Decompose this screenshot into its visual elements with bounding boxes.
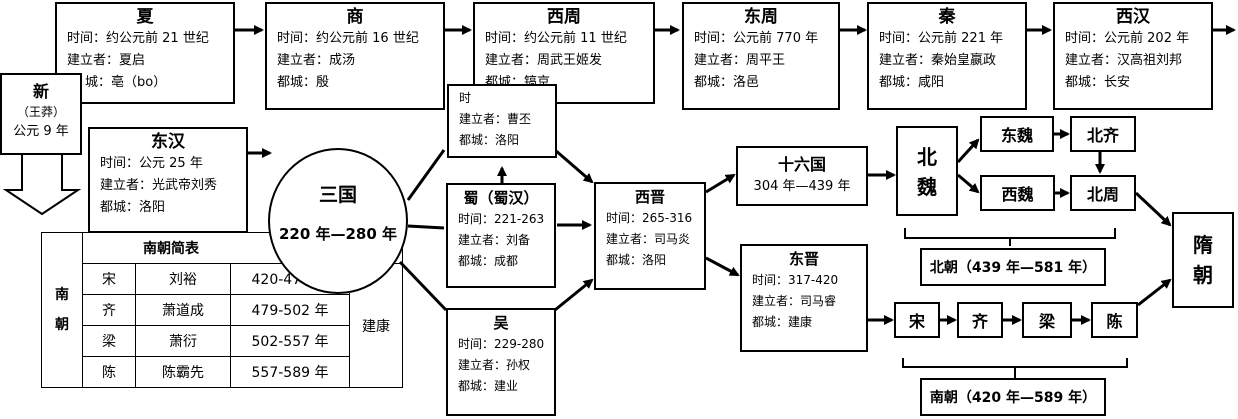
dynasty-circle-sanguo: 三国 220 年—280 年 — [268, 148, 408, 294]
dynasty-box-xijin: 西晋 时间：265-316 建立者：司马炎 都城：洛阳 — [594, 182, 706, 290]
dynasty-box-dongzhou: 东周 时间：公元前 770 年 建立者：周平王 都城：洛邑 — [682, 2, 840, 110]
dynasty-box-qi: 齐 — [957, 302, 1003, 338]
dynasty-founder: 孙权 — [506, 358, 531, 372]
dynasty-founder: 汉高祖刘邦 — [1117, 53, 1183, 68]
dynasty-capital: 亳（bo） — [111, 75, 167, 90]
dynasty-box-xihan: 西汉 时间：公元前 202 年 建立者：汉高祖刘邦 都城：长安 — [1053, 2, 1213, 110]
arrow-wu-xijin — [554, 278, 594, 312]
dynasty-box-sui: 隋 朝 — [1172, 212, 1234, 308]
dynasty-box-xia: 夏 时间：约公元前 21 世纪 建立者：夏启 城：亳（bo） — [55, 2, 235, 104]
dynasty-time: 229-280 — [494, 337, 545, 351]
dynasty-box-xiwei: 西魏 — [980, 175, 1055, 211]
dynasty-time: 公元前 221 年 — [918, 31, 1004, 46]
dynasty-box-chen: 陈 — [1091, 302, 1138, 338]
dynasty-time: 317-420 — [788, 273, 839, 287]
dynasty-box-qin: 秦 时间：公元前 221 年 建立者：秦始皇嬴政 都城：咸阳 — [867, 2, 1027, 110]
arrow-beiwei-dongwei — [956, 138, 980, 164]
dynasty-box-liang: 梁 — [1022, 302, 1072, 338]
dynasty-time: 约公元前 11 世纪 — [524, 31, 627, 46]
dynasty-name: 十六国 — [777, 155, 826, 174]
dynasty-founder: 秦始皇嬴政 — [931, 53, 997, 68]
dynasty-name: 东周 — [744, 7, 778, 27]
dynasty-capital: 建康 — [788, 315, 813, 329]
dynasty-box-dongjin: 东晋 时间：317-420 建立者：司马睿 都城：建康 — [740, 244, 868, 352]
nanchao-table: 南朝 南朝简表 都城 宋 刘裕 420-479 年 建康 齐 萧道成 479-5… — [41, 232, 403, 388]
dynasty-time: 304 年—439 年 — [753, 179, 851, 194]
arrow-xijin-dongjin — [705, 256, 740, 277]
bracket-nanchao — [902, 358, 1128, 368]
dynasty-founder: 成汤 — [329, 53, 356, 68]
table-row: 陈 陈霸先 557-589 年 — [42, 356, 403, 388]
dynasty-name: 东汉 — [151, 132, 185, 152]
dynasty-founder: 周平王 — [746, 53, 786, 68]
dynasty-box-shu: 蜀（蜀汉） 时间：221-263 建立者：刘备 都城：成都 — [446, 183, 556, 288]
dynasty-time: 公元前 770 年 — [733, 31, 819, 46]
arrow-wei-xijin — [554, 148, 594, 184]
dynasty-time: 265-316 — [642, 211, 693, 225]
dynasty-box-shiliuguo: 十六国 304 年—439 年 — [736, 146, 868, 206]
dynasty-box-xizhou: 西周 时间：约公元前 11 世纪 建立者：周武王姬发 都城：镐京 — [473, 2, 655, 104]
dynasty-founder: 司马睿 — [800, 294, 837, 308]
dynasty-time: 221-263 — [494, 212, 545, 226]
dynasty-box-donghan: 东汉 时间：公元 25 年 建立者：光武帝刘秀 都城：洛阳 — [88, 127, 248, 233]
dynasty-capital: 洛邑 — [733, 75, 760, 90]
dynasty-founder: 光武帝刘秀 — [152, 178, 218, 193]
dynasty-box-xin: 新 （王莽） 公元 9 年 — [0, 73, 82, 155]
dynasty-capital: 殷 — [316, 75, 330, 90]
dynasty-box-beizhou: 北周 — [1070, 175, 1136, 211]
line-sanguo-shu — [407, 224, 445, 230]
dynasty-name: 东晋 — [788, 250, 819, 268]
table-row: 齐 萧道成 479-502 年 — [42, 294, 403, 326]
dynasty-time: 公元 25 年 — [139, 156, 203, 171]
dynasty-time: 公元前 202 年 — [1104, 31, 1190, 46]
line-sanguo-wu — [398, 260, 448, 312]
dynasty-capital: 建业 — [494, 379, 519, 393]
dynasty-box-song: 宋 — [894, 302, 940, 338]
dynasty-name: 西汉 — [1116, 7, 1150, 27]
line-sanguo-wei — [406, 149, 446, 201]
dynasty-box-dongwei: 东魏 — [980, 116, 1054, 152]
arrow-xijin-shiliuguo — [705, 173, 736, 194]
arrow-beizhou-sui — [1134, 191, 1172, 227]
dynasty-name: 商 — [346, 7, 364, 27]
dynasty-founder: 周武王姬发 — [537, 53, 603, 68]
table-row: 梁 萧衍 502-557 年 — [42, 325, 403, 357]
dynasty-time: 约公元前 21 世纪 — [106, 31, 209, 46]
dynasty-time: 公元 9 年 — [13, 124, 69, 139]
dynasty-name: 秦 — [938, 7, 956, 27]
dynasty-time: 约公元前 16 世纪 — [316, 31, 419, 46]
dynasty-sub: （王莽） — [16, 105, 65, 119]
dynasty-name: 吴 — [493, 314, 509, 332]
dynasty-capital: 咸阳 — [918, 75, 945, 90]
down-arrow-xin — [2, 152, 82, 216]
dynasty-box-beiqi: 北齐 — [1070, 116, 1136, 152]
bracket-beichao — [904, 228, 1116, 239]
dynasty-name: 新 — [32, 82, 49, 101]
arrow-chen-sui — [1137, 278, 1172, 307]
dynasty-founder: 曹丕 — [507, 112, 532, 126]
dynasty-name: 西晋 — [634, 188, 665, 206]
nanchao-label: 南朝（420 年—589 年） — [920, 378, 1106, 416]
dynasty-time: 220 年—280 年 — [278, 225, 398, 243]
arrow-beiwei-xiwei — [957, 173, 980, 194]
dynasty-name: 西周 — [547, 7, 581, 27]
dynasty-founder: 刘备 — [506, 233, 531, 247]
dynasty-founder: 夏启 — [119, 53, 146, 68]
dynasty-box-wei: 时 建立者：曹丕 都城：洛阳 — [447, 84, 557, 158]
dynasty-capital: 洛阳 — [495, 133, 520, 147]
table-side-label: 南朝 — [41, 232, 83, 388]
beichao-label: 北朝（439 年—581 年） — [920, 248, 1106, 286]
dynasty-box-wu: 吴 时间：229-280 建立者：孙权 都城：建业 — [446, 308, 556, 416]
dynasty-capital: 成都 — [494, 254, 519, 268]
dynasty-box-beiwei: 北 魏 — [896, 126, 958, 216]
dynasty-name: 三国 — [318, 184, 357, 206]
dynasty-name: 夏 — [136, 7, 154, 27]
dynasty-capital: 洛阳 — [139, 200, 166, 215]
dynasty-founder: 司马炎 — [654, 232, 691, 246]
dynasty-name: 蜀（蜀汉） — [463, 189, 539, 207]
dynasty-box-shang: 商 时间：约公元前 16 世纪 建立者：成汤 都城：殷 — [265, 2, 445, 110]
dynasty-capital: 长安 — [1104, 75, 1131, 90]
dynasty-capital: 洛阳 — [642, 253, 667, 267]
